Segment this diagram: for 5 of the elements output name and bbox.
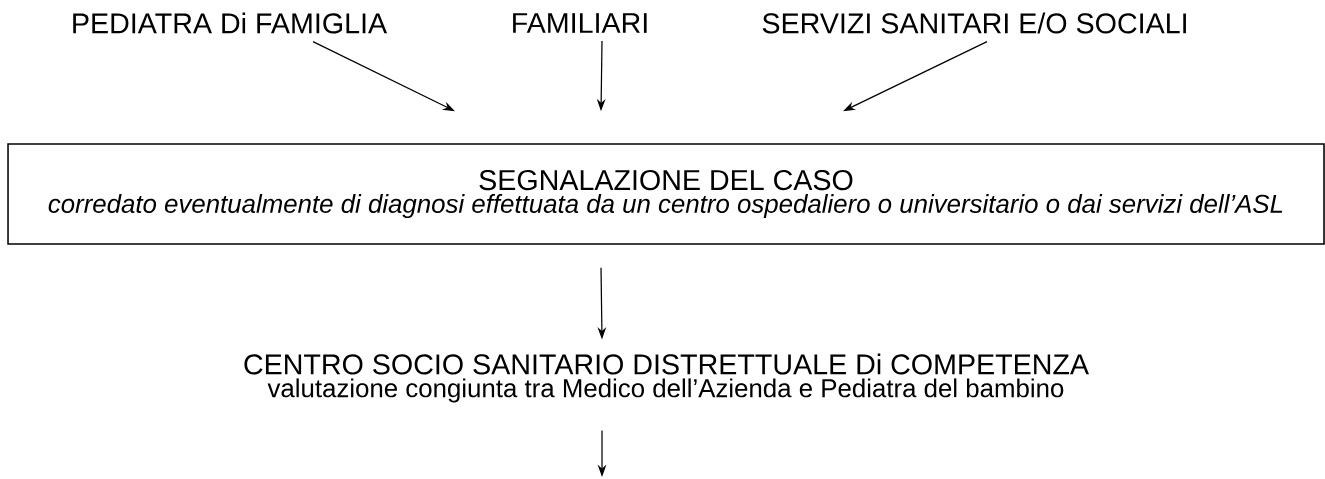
- source-label: PEDIATRA Di FAMIGLIA: [73, 12, 388, 34]
- process-box: SEGNALAZIONE DEL CASO corredato eventualmente di diagnosi effettuata da un centro ospedaliero o universitario o dai servizi dell’ASL: [7, 143, 1325, 245]
- source-label: SERVIZI SANITARI E/O SOCIALI: [762, 12, 1186, 34]
- source-label: FAMILIARI: [513, 13, 647, 33]
- process-label: CENTRO SOCIO SANITARIO DISTRETTUALE Di COMPETENZA valutazione congiunta tra Medico dell’Azienda e Pediatra del bambino: [244, 353, 1089, 403]
